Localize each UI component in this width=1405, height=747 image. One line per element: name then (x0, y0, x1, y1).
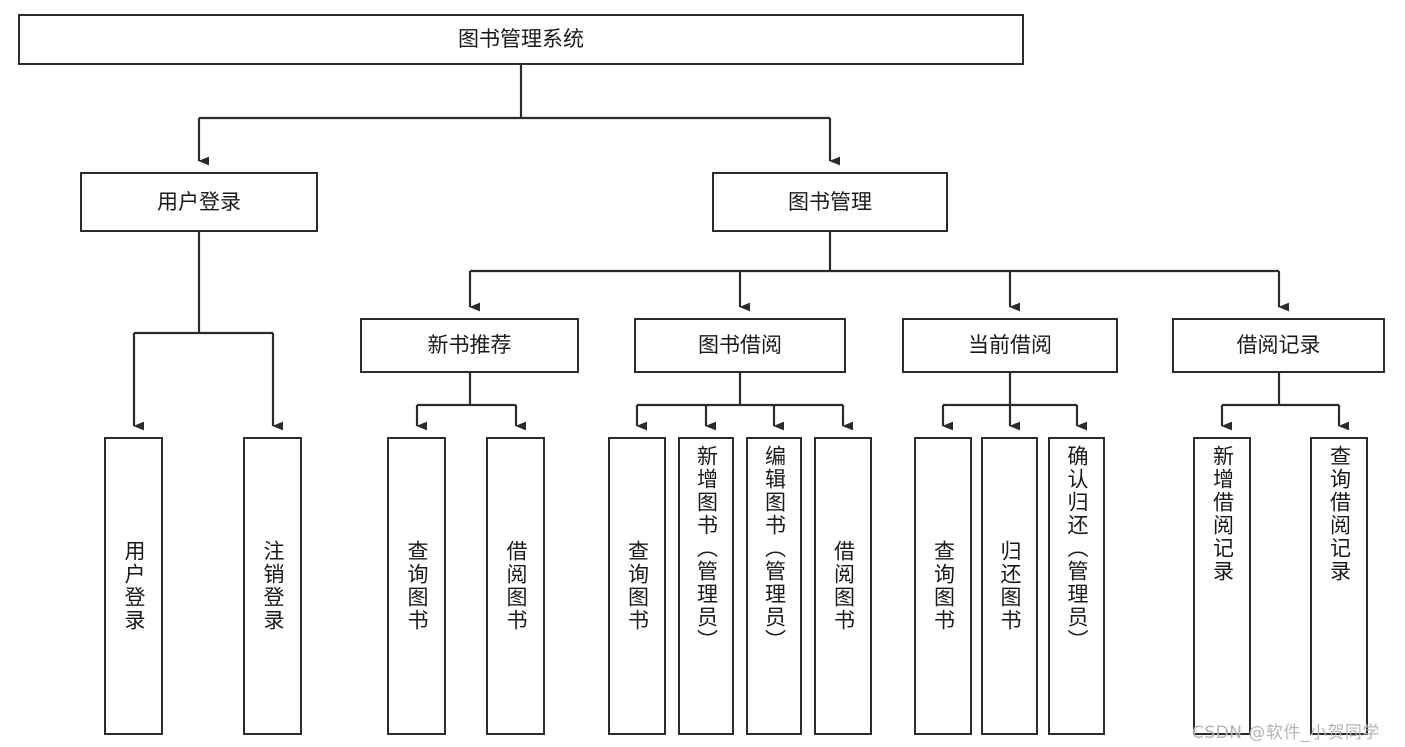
node-label: 编辑图书（管理员） (762, 445, 787, 652)
node-label: 查询借阅记录 (1327, 445, 1352, 583)
node-l-nb-borrow[interactable]: 借阅图书 (486, 437, 545, 735)
node-l-rc-query[interactable]: 查询借阅记录 (1310, 437, 1368, 735)
node-label: 查询图书 (625, 540, 650, 632)
watermark-text: CSDN @软件_小贺同学 (1192, 723, 1380, 743)
node-label: 新增借阅记录 (1210, 445, 1235, 583)
node-l-cu-query[interactable]: 查询图书 (914, 437, 972, 735)
node-root[interactable]: 图书管理系统 (18, 14, 1024, 65)
node-l-bo-add[interactable]: 新增图书（管理员） (678, 437, 734, 735)
node-label: 注销登录 (261, 540, 285, 632)
node-newbook[interactable]: 新书推荐 (360, 318, 579, 373)
node-label: 用户登录 (122, 540, 146, 632)
node-l-user-login[interactable]: 用户登录 (104, 437, 163, 735)
node-borrow[interactable]: 图书借阅 (634, 318, 846, 373)
node-l-cu-confirm[interactable]: 确认归还（管理员） (1048, 437, 1105, 735)
node-l-bo-borrow[interactable]: 借阅图书 (814, 437, 872, 735)
node-records[interactable]: 借阅记录 (1172, 318, 1385, 373)
node-label: 图书管理 (788, 189, 872, 214)
node-l-user-logout[interactable]: 注销登录 (243, 437, 302, 735)
node-label: 新增图书（管理员） (694, 445, 719, 652)
node-l-bo-query[interactable]: 查询图书 (608, 437, 666, 735)
node-label: 确认归还（管理员） (1065, 445, 1089, 652)
node-label: 借阅记录 (1236, 333, 1321, 358)
node-label: 查询图书 (405, 540, 429, 632)
node-label: 当前借阅 (968, 333, 1052, 358)
node-current[interactable]: 当前借阅 (902, 318, 1118, 373)
node-bookmgmt[interactable]: 图书管理 (712, 172, 948, 232)
node-label: 借阅图书 (504, 540, 528, 632)
node-l-rc-add[interactable]: 新增借阅记录 (1193, 437, 1251, 735)
node-l-bo-edit[interactable]: 编辑图书（管理员） (746, 437, 802, 735)
node-label: 图书管理系统 (458, 27, 584, 52)
node-label: 借阅图书 (831, 540, 856, 632)
node-l-cu-return[interactable]: 归还图书 (981, 437, 1038, 735)
node-label: 新书推荐 (427, 333, 512, 358)
node-label: 归还图书 (998, 540, 1022, 632)
node-label: 图书借阅 (698, 333, 782, 358)
node-label: 用户登录 (157, 189, 241, 214)
node-label: 查询图书 (931, 540, 956, 632)
node-login[interactable]: 用户登录 (80, 172, 318, 232)
node-l-nb-query[interactable]: 查询图书 (387, 437, 446, 735)
